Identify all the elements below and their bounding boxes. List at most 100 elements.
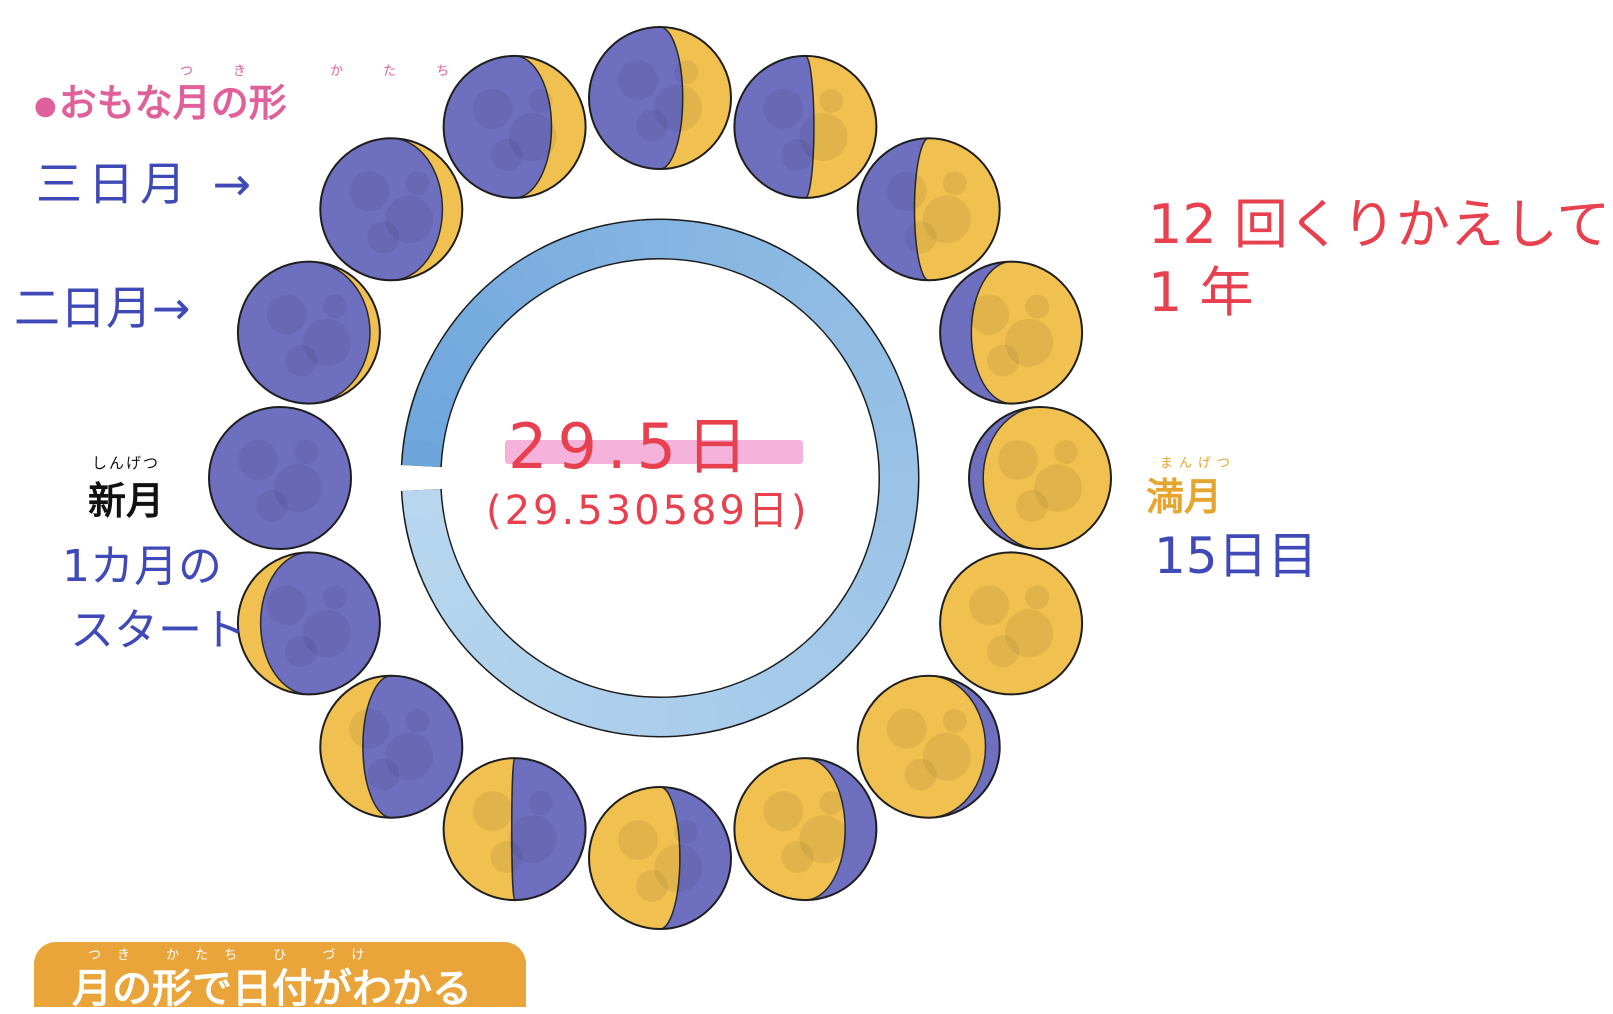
cycle-ring-segment [494,263,538,310]
moon-phase [939,551,1084,696]
cycle-ring-segment [869,522,913,558]
cycle-ring-segment [402,488,443,518]
page-title: ●おもな月の形 [34,72,287,127]
moon-outline [939,551,1084,696]
moon-crater [508,815,557,864]
cycle-ring-segment [878,451,918,480]
moon-crater [367,758,400,791]
cycle-ring-segment [457,297,504,342]
moon-crater [781,138,814,171]
cycle-ring-segment [537,671,578,717]
moon-crater [819,88,844,113]
moon-terminator [659,26,684,170]
cycle-ring-segment [405,411,448,445]
moon-disc [940,552,1083,695]
moon-lit-portion [237,552,309,695]
label-repeat-line2: 1 年 [1148,261,1254,324]
label-full-moon: 満月 [1146,475,1223,519]
moon-crater [266,294,307,335]
moon-terminator [511,757,516,901]
moon-crater [969,585,1010,626]
label-second-day: 二日月→ [14,281,191,335]
moon-crater [490,841,523,874]
moon-crater [674,60,698,84]
cycle-ring-segment [442,317,489,361]
cycle-ring-segment [686,692,720,735]
cycle-ring-segment [875,425,917,457]
moon-terminator [391,137,444,282]
moon-crater [922,732,971,781]
period-highlight [505,440,803,464]
cycle-ring-segment [410,386,455,423]
cycle-ring-segment [687,222,721,265]
cycle-period-detail: (29.530589日) [486,488,810,534]
cycle-ring-segment [772,653,815,700]
cycle-ring-segment [851,350,897,391]
moon-phase [733,757,878,902]
moon-crater [942,171,967,196]
cycle-ring-segment [612,694,644,736]
cycle-ring-segment [752,666,793,713]
moon-crater [294,440,318,464]
moon-outline [319,137,464,282]
moon-outline [236,551,381,696]
moon-outline [733,54,878,199]
cycle-ring-segment [839,328,886,371]
cycle-ring-segment [791,639,836,686]
moon-crater [763,88,804,129]
cycle-ring-segment [825,307,871,352]
cycle-ring-segment [731,677,770,723]
cycle-ring-segment [710,226,746,271]
moon-outline [208,406,352,550]
moon-lit-portion [983,407,1111,549]
moon-phase [442,54,587,199]
moon-lit-portion [805,55,877,198]
moon-crater [1025,294,1050,319]
moon-crater [942,708,967,733]
moon-crater [302,318,351,367]
label-repeat-line1: 12 回くりかえして [1148,193,1611,256]
moon-lit-portion [857,675,986,818]
moon-crater [385,732,434,781]
moon-outline [442,757,587,902]
moon-crater [472,791,513,832]
moon-crater [322,585,347,610]
moon-crater [256,490,288,522]
moon-crater [998,440,1038,480]
cycle-ring-segment [475,279,520,325]
cycle-ring-segment [861,544,906,583]
moon-lit-portion [391,138,463,281]
moon-terminator [805,55,815,199]
cycle-ring-segment [709,685,745,730]
cycle-ring-segment [493,646,538,692]
moon-crater [1005,609,1054,658]
moon-crater [322,294,347,319]
cycle-ring-segment [404,510,448,544]
moon-terminator [308,260,371,405]
cycle-ring-segment [429,338,475,381]
cycle-ring-segment [824,605,871,650]
moon-crater [1016,490,1048,522]
moon-phase [856,674,1001,819]
cycle-period: 29.5日 [508,410,759,483]
moon-outline [939,260,1084,405]
cycle-ring-segment [561,681,599,726]
moon-crater [405,171,430,196]
cycle-ring-segment [418,554,464,594]
moon-crater [654,844,702,892]
cycle-ring-segment [538,238,578,285]
moon-phase [319,674,464,819]
moon-phase [588,786,732,930]
cycle-ring-segment [402,437,443,468]
cycle-ring-segment [752,244,794,290]
moon-disc [237,552,380,695]
moon-crater [405,708,430,733]
footer-caption: 月の形で日付がわかる [72,966,472,1012]
moon-crater [763,791,804,832]
moon-crater [284,635,317,668]
cycle-ring-segment [869,399,913,435]
moon-crater [385,195,434,244]
moon-outline [588,786,732,930]
label-month-start-line2: スタート [70,605,246,656]
moon-crater [302,609,351,658]
